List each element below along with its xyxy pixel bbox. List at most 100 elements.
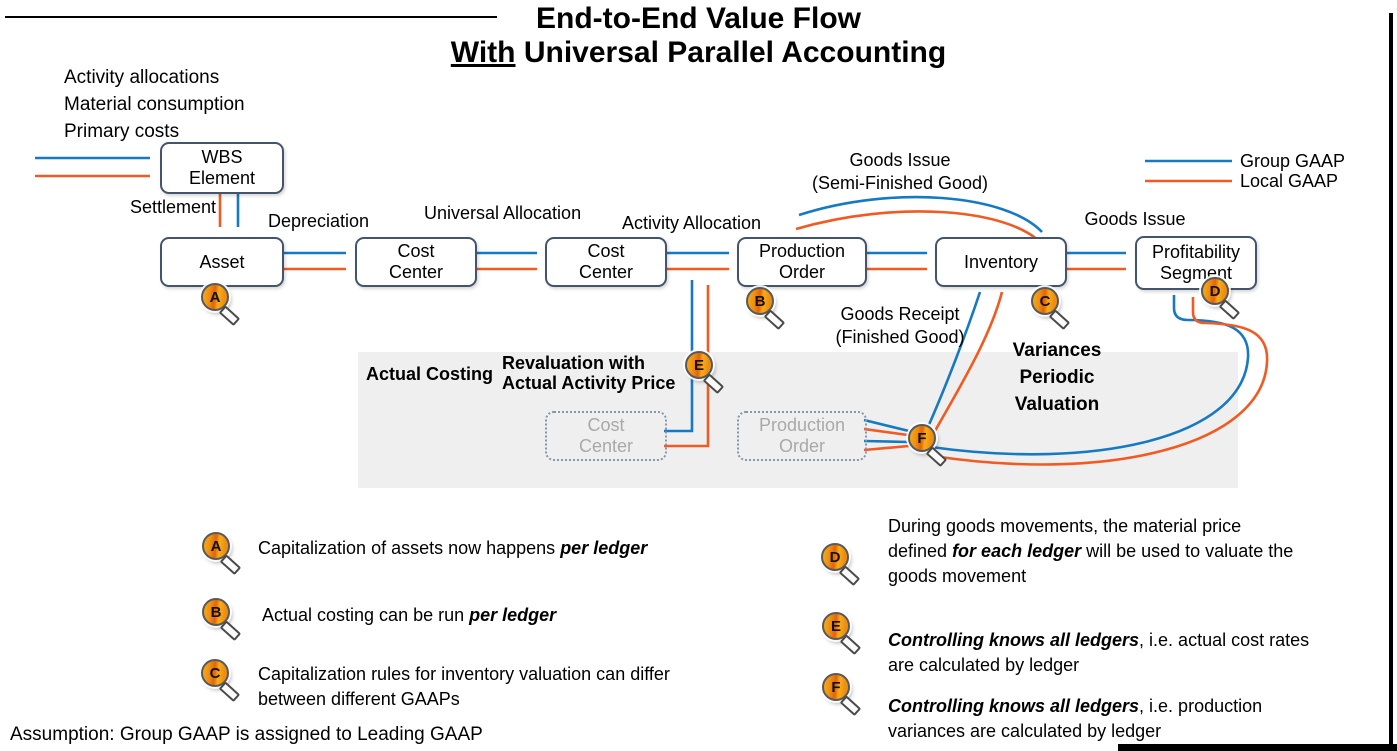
label-goods-issue: Goods Issue — [1084, 209, 1186, 229]
input-item: Material consumption — [64, 94, 245, 115]
callout-marker-f-icon: F — [822, 673, 862, 717]
callout-a-text: Capitalization of assets now happens per… — [258, 536, 818, 561]
node-label: Center — [388, 262, 444, 282]
callout-text-emphasis: for each ledger — [952, 541, 1082, 561]
node-cost-center-2: Cost Center — [545, 237, 667, 287]
node-ghost-cost-center: Cost Center — [545, 411, 667, 461]
magnifier-handle — [702, 373, 725, 395]
arrow-revaluation-blue — [664, 280, 694, 433]
callout-marker-d-icon: D — [821, 543, 861, 587]
node-label: Element — [188, 168, 256, 188]
marker-b-icon: B — [746, 287, 786, 331]
callout-d-text: During goods movements, the material pri… — [888, 514, 1298, 589]
magnifier-handle — [219, 620, 242, 642]
node-inventory: Inventory — [935, 237, 1067, 287]
magnifier-handle — [1218, 299, 1241, 321]
label-goods-issue-semi-1: Goods Issue — [849, 150, 951, 170]
magnifier-handle — [219, 554, 242, 576]
curve-variances-to-inventory-orange — [933, 291, 1004, 432]
node-label: Center — [578, 436, 634, 456]
magnifier-lens: F — [908, 424, 936, 452]
title-rest: Universal Parallel Accounting — [515, 36, 947, 69]
callout-text-plain: will be used to valuate the goods moveme… — [888, 541, 1294, 586]
arc-goods-issue-semifinished-orange — [795, 210, 1044, 246]
label-activity-allocation: Activity Allocation — [622, 213, 762, 233]
magnifier-lens: E — [822, 612, 850, 640]
node-label: WBS — [201, 147, 243, 167]
label-revaluation-2: Actual Activity Price — [502, 373, 676, 393]
callout-text-plain: During goods movements, the material pri… — [888, 516, 1242, 561]
actual-costing-panel — [358, 352, 1238, 488]
input-cost-list: Activity allocations Material consumptio… — [64, 64, 245, 145]
node-wbs-element: WBS Element — [160, 142, 284, 194]
callout-c-text: Capitalization rules for inventory valua… — [258, 662, 738, 712]
callout-text-plain: Capitalization rules for inventory valua… — [258, 664, 670, 709]
magnifier-handle — [763, 309, 786, 331]
node-production-order: Production Order — [737, 237, 867, 287]
callout-b-text: Actual costing can be run per ledger — [262, 603, 782, 628]
legend-local-gaap-label: Local GAAP — [1240, 171, 1339, 191]
magnifier-handle — [1048, 309, 1071, 331]
magnifier-handle — [839, 695, 862, 717]
node-label: Order — [778, 262, 825, 282]
callout-text-emphasis: Controlling knows all ledgers — [888, 696, 1140, 716]
node-label: Production — [758, 241, 846, 261]
line-ghostorder-to-f-blue1 — [863, 418, 910, 433]
node-label: Cost — [587, 241, 625, 261]
page-title-line2: With Universal Parallel Accounting — [0, 36, 1397, 70]
callout-f-text: Controlling knows all ledgers, i.e. prod… — [888, 694, 1320, 744]
magnifier-handle — [218, 681, 241, 703]
callout-marker-c-icon: C — [201, 659, 241, 703]
label-variances-periodic-valuation: Variances Periodic Valuation — [977, 337, 1137, 418]
node-label: Cost — [587, 415, 625, 435]
callout-text-plain: Capitalization of assets now happens — [258, 538, 561, 558]
curve-variances-to-profitability-blue — [930, 295, 1250, 456]
node-asset: Asset — [160, 237, 284, 287]
callout-text-plain: , i.e. production variances are calculat… — [888, 696, 1263, 741]
line-ghostorder-to-f-blue2 — [863, 439, 909, 444]
label-goods-issue-semi-2: (Semi-Finished Good) — [811, 173, 989, 193]
callout-marker-b-icon: B — [202, 598, 242, 642]
title-underlined-word: With — [450, 36, 516, 69]
magnifier-lens: B — [202, 598, 230, 626]
node-cost-center-1: Cost Center — [355, 237, 477, 287]
magnifier-handle — [925, 446, 948, 468]
marker-a-icon: A — [201, 283, 241, 327]
label-goods-receipt-2: (Finished Good) — [835, 327, 965, 347]
label-settlement: Settlement — [130, 197, 217, 217]
input-item: Activity allocations — [64, 67, 220, 88]
slide-border-bottom — [1118, 744, 1397, 751]
callout-text-emphasis: per ledger — [560, 538, 648, 558]
node-label: Production — [758, 415, 846, 435]
magnifier-lens: D — [1201, 277, 1229, 305]
magnifier-handle — [838, 565, 861, 587]
magnifier-handle — [218, 305, 241, 327]
slide-border-right — [1389, 13, 1393, 745]
node-label: Center — [578, 262, 634, 282]
panel-title-actual-costing: Actual Costing — [366, 364, 494, 384]
node-ghost-production-order: Production Order — [737, 411, 867, 461]
marker-f-icon: F — [908, 424, 948, 468]
label-depreciation: Depreciation — [268, 211, 370, 231]
marker-c-icon: C — [1031, 287, 1071, 331]
page-title-line1: End-to-End Value Flow — [536, 2, 861, 35]
assumption-note: Assumption: Group GAAP is assigned to Le… — [10, 724, 483, 745]
variances-line: Variances — [1012, 340, 1102, 361]
callout-marker-e-icon: E — [822, 612, 862, 656]
callout-text-emphasis: Controlling knows all ledgers — [888, 630, 1140, 650]
callout-text-plain: Actual costing can be run — [262, 605, 470, 625]
callout-marker-a-icon: A — [202, 532, 242, 576]
magnifier-lens: F — [822, 673, 850, 701]
legend-group-gaap-label: Group GAAP — [1240, 151, 1346, 171]
line-ghostorder-to-f-orange1 — [863, 427, 909, 437]
slide-border-top — [5, 16, 497, 18]
arc-goods-issue-semifinished-blue — [798, 195, 1043, 233]
node-profitability-segment: Profitability Segment — [1135, 236, 1257, 290]
node-label: Profitability — [1151, 242, 1241, 262]
label-revaluation-1: Revaluation with — [502, 353, 646, 373]
callout-e-text: Controlling knows all ledgers, i.e. actu… — [888, 628, 1320, 678]
curve-variances-to-inventory-blue — [926, 291, 982, 428]
callout-text-emphasis: per ledger — [469, 605, 557, 625]
